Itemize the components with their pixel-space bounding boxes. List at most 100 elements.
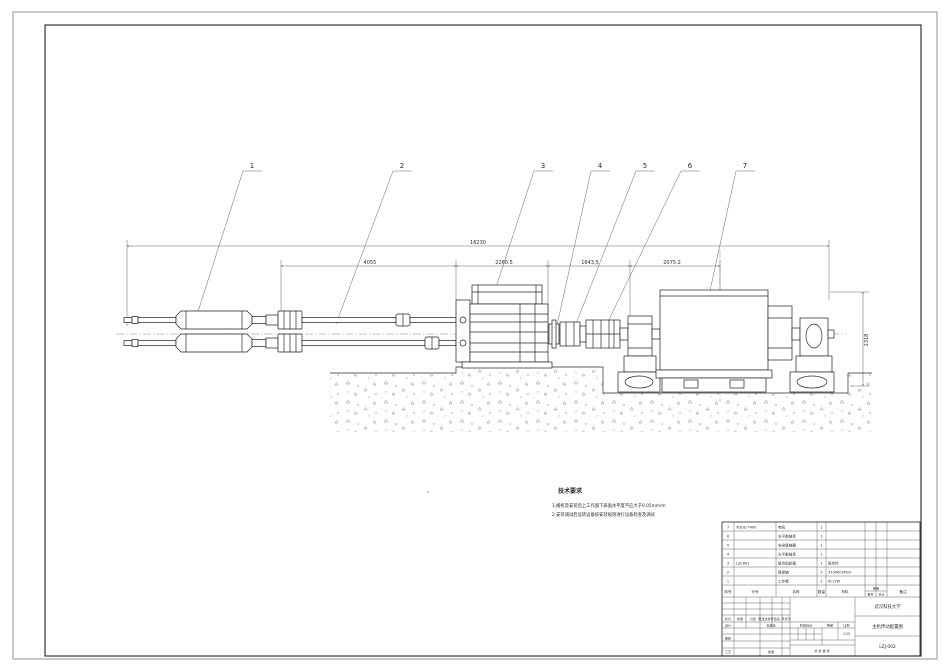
gearbox-flange	[455, 299, 471, 363]
title-lower-grid	[722, 597, 920, 656]
parts-row-6: 6 右平衡轴承 1	[727, 534, 823, 539]
role-approve: 批准	[768, 649, 774, 654]
motor-base-plate	[655, 369, 773, 379]
part-code: LZJ-801	[736, 562, 750, 566]
motor-end-bearing	[767, 305, 793, 361]
pedestal-left-column	[623, 355, 657, 373]
safety-coupling-hub	[579, 325, 587, 343]
parts-row-3: 3 LZJ-801 联合齿轮箱 1 组合件	[727, 561, 839, 566]
balloon-label-2: 2	[400, 162, 404, 170]
parts-list-grid	[722, 522, 920, 598]
leader-line-6	[601, 170, 700, 335]
dim-overall-text: 16230	[470, 240, 486, 246]
stage-weight: 重量	[827, 623, 833, 628]
stage-labels: 阶段标记 重量 比例 1:25 共 张 第 张	[800, 623, 850, 654]
motor-input-shaft	[651, 328, 661, 340]
connecting-shaft-upper	[301, 313, 457, 327]
dim-segment-2-text: 2260.5	[495, 260, 513, 266]
left-bearing-flange	[551, 319, 557, 349]
part-name: 电机	[778, 525, 786, 530]
stage-sheets: 共 张 第 张	[814, 648, 829, 653]
revision-count: 处数	[737, 616, 743, 621]
right-balance-bearing	[585, 319, 629, 349]
header-weight: 重量	[873, 586, 879, 591]
part-no: 1	[727, 580, 729, 584]
motor-base-frame	[661, 377, 767, 393]
ground-gravel-fill	[330, 369, 872, 432]
part-qty: 2	[820, 580, 822, 584]
leader-line-4	[555, 170, 610, 331]
part-name: 左平衡轴承	[778, 552, 796, 557]
balloon-1: 1	[195, 162, 262, 319]
work-roll-upper	[123, 310, 303, 330]
parts-list-header: 序号 代号 名称 数量 材料 重量 单件 总计 备注	[724, 586, 907, 597]
part-qty: 1	[820, 535, 822, 539]
pedestal-left-lines	[628, 323, 652, 349]
balloon-label-3: 3	[541, 162, 545, 170]
roll-end-collar	[131, 316, 139, 324]
gearbox-bearing-upper	[459, 316, 467, 324]
dimension-group: 16230 4055 2260.5 1643.5 2075.2 2318	[126, 240, 870, 387]
balloon-label-7: 7	[743, 162, 747, 170]
dim-segment-3-text: 1643.5	[581, 260, 599, 266]
shaft-body-end	[438, 340, 457, 346]
header-code: 代号	[751, 589, 759, 594]
tech-req-title: 技术要求	[558, 487, 583, 495]
role-standard: 标准化	[766, 623, 775, 628]
roll-neck-left	[137, 340, 177, 346]
pedestal-left-housing	[627, 315, 653, 357]
role-labels: 设计 标准化 审核 工艺 批准	[725, 623, 776, 655]
title-block: 7 YDGS-7400 电机 1 6 右平衡轴承 1 5 安全联轴器 1 4 左…	[721, 521, 921, 657]
revision-labels: 标记 处数 分区 更改文件号 签名 年月日	[725, 616, 791, 621]
motor-output-shaft	[791, 327, 801, 341]
gearbox-base	[461, 361, 553, 369]
part-name: 工作辊	[778, 579, 789, 584]
part-no: 4	[727, 553, 730, 557]
leader-line-1	[195, 170, 262, 319]
motor-foot-left	[683, 379, 699, 389]
technical-requirements: 技术要求 1.搬机及安装后上工作面下表面水平度不应大于0.05mm/m 2.安装…	[552, 487, 666, 518]
dim-segment-1-text: 4055	[364, 260, 377, 266]
balloon-6: 6	[601, 162, 700, 335]
revision-doc: 更改文件号	[758, 616, 773, 621]
combined-gearbox	[455, 284, 553, 369]
roll-body	[175, 333, 253, 353]
role-review: 审核	[725, 636, 731, 641]
balloon-2: 2	[335, 162, 412, 325]
drawing-title: 主机传动配置图	[872, 623, 903, 630]
pedestal-left	[617, 315, 661, 393]
stage-scale: 比例	[843, 623, 849, 628]
part-qty: 1	[820, 544, 822, 548]
shaft-body-end	[409, 317, 457, 323]
shaft-body	[301, 317, 397, 323]
balloon-7: 7	[707, 162, 755, 301]
part-no: 5	[727, 544, 729, 548]
gearbox-top-lines	[472, 285, 542, 304]
parts-row-7: 7 YDGS-7400 电机 1	[727, 525, 823, 530]
drawing-frame-outer	[12, 11, 938, 660]
gearbox-top-cover	[471, 284, 543, 305]
roll-end-nut	[123, 340, 133, 346]
balloon-label-5: 5	[643, 162, 647, 170]
part-material: 9Cr2W	[828, 580, 841, 584]
role-design: 设计	[725, 623, 731, 628]
gearbox-body	[469, 303, 549, 363]
header-qty: 数量	[818, 589, 826, 594]
revision-mark: 标记	[725, 616, 731, 621]
balloon-label-1: 1	[250, 162, 254, 170]
roll-neck-right	[251, 316, 267, 324]
roll-end-collar	[131, 339, 139, 347]
dim-segment-4-text: 2075.2	[663, 260, 681, 266]
parts-row-2: 2 联接轴 2 37SiMn2MoV	[727, 570, 852, 575]
part-no: 7	[727, 526, 729, 530]
school-name: 武汉科技大学	[874, 603, 901, 610]
header-material: 材料	[841, 589, 849, 594]
roll-body-lines	[185, 311, 243, 329]
roll-coupling-lines	[283, 334, 297, 352]
part-name: 联接轴	[778, 570, 789, 575]
tech-req-item-2: 2.安装调试后运转设备按安装规则进行设备检查及调试	[552, 511, 656, 518]
leader-line-2	[335, 170, 412, 325]
revision-zone: 分区	[750, 616, 756, 621]
revision-date: 年月日	[781, 616, 790, 621]
